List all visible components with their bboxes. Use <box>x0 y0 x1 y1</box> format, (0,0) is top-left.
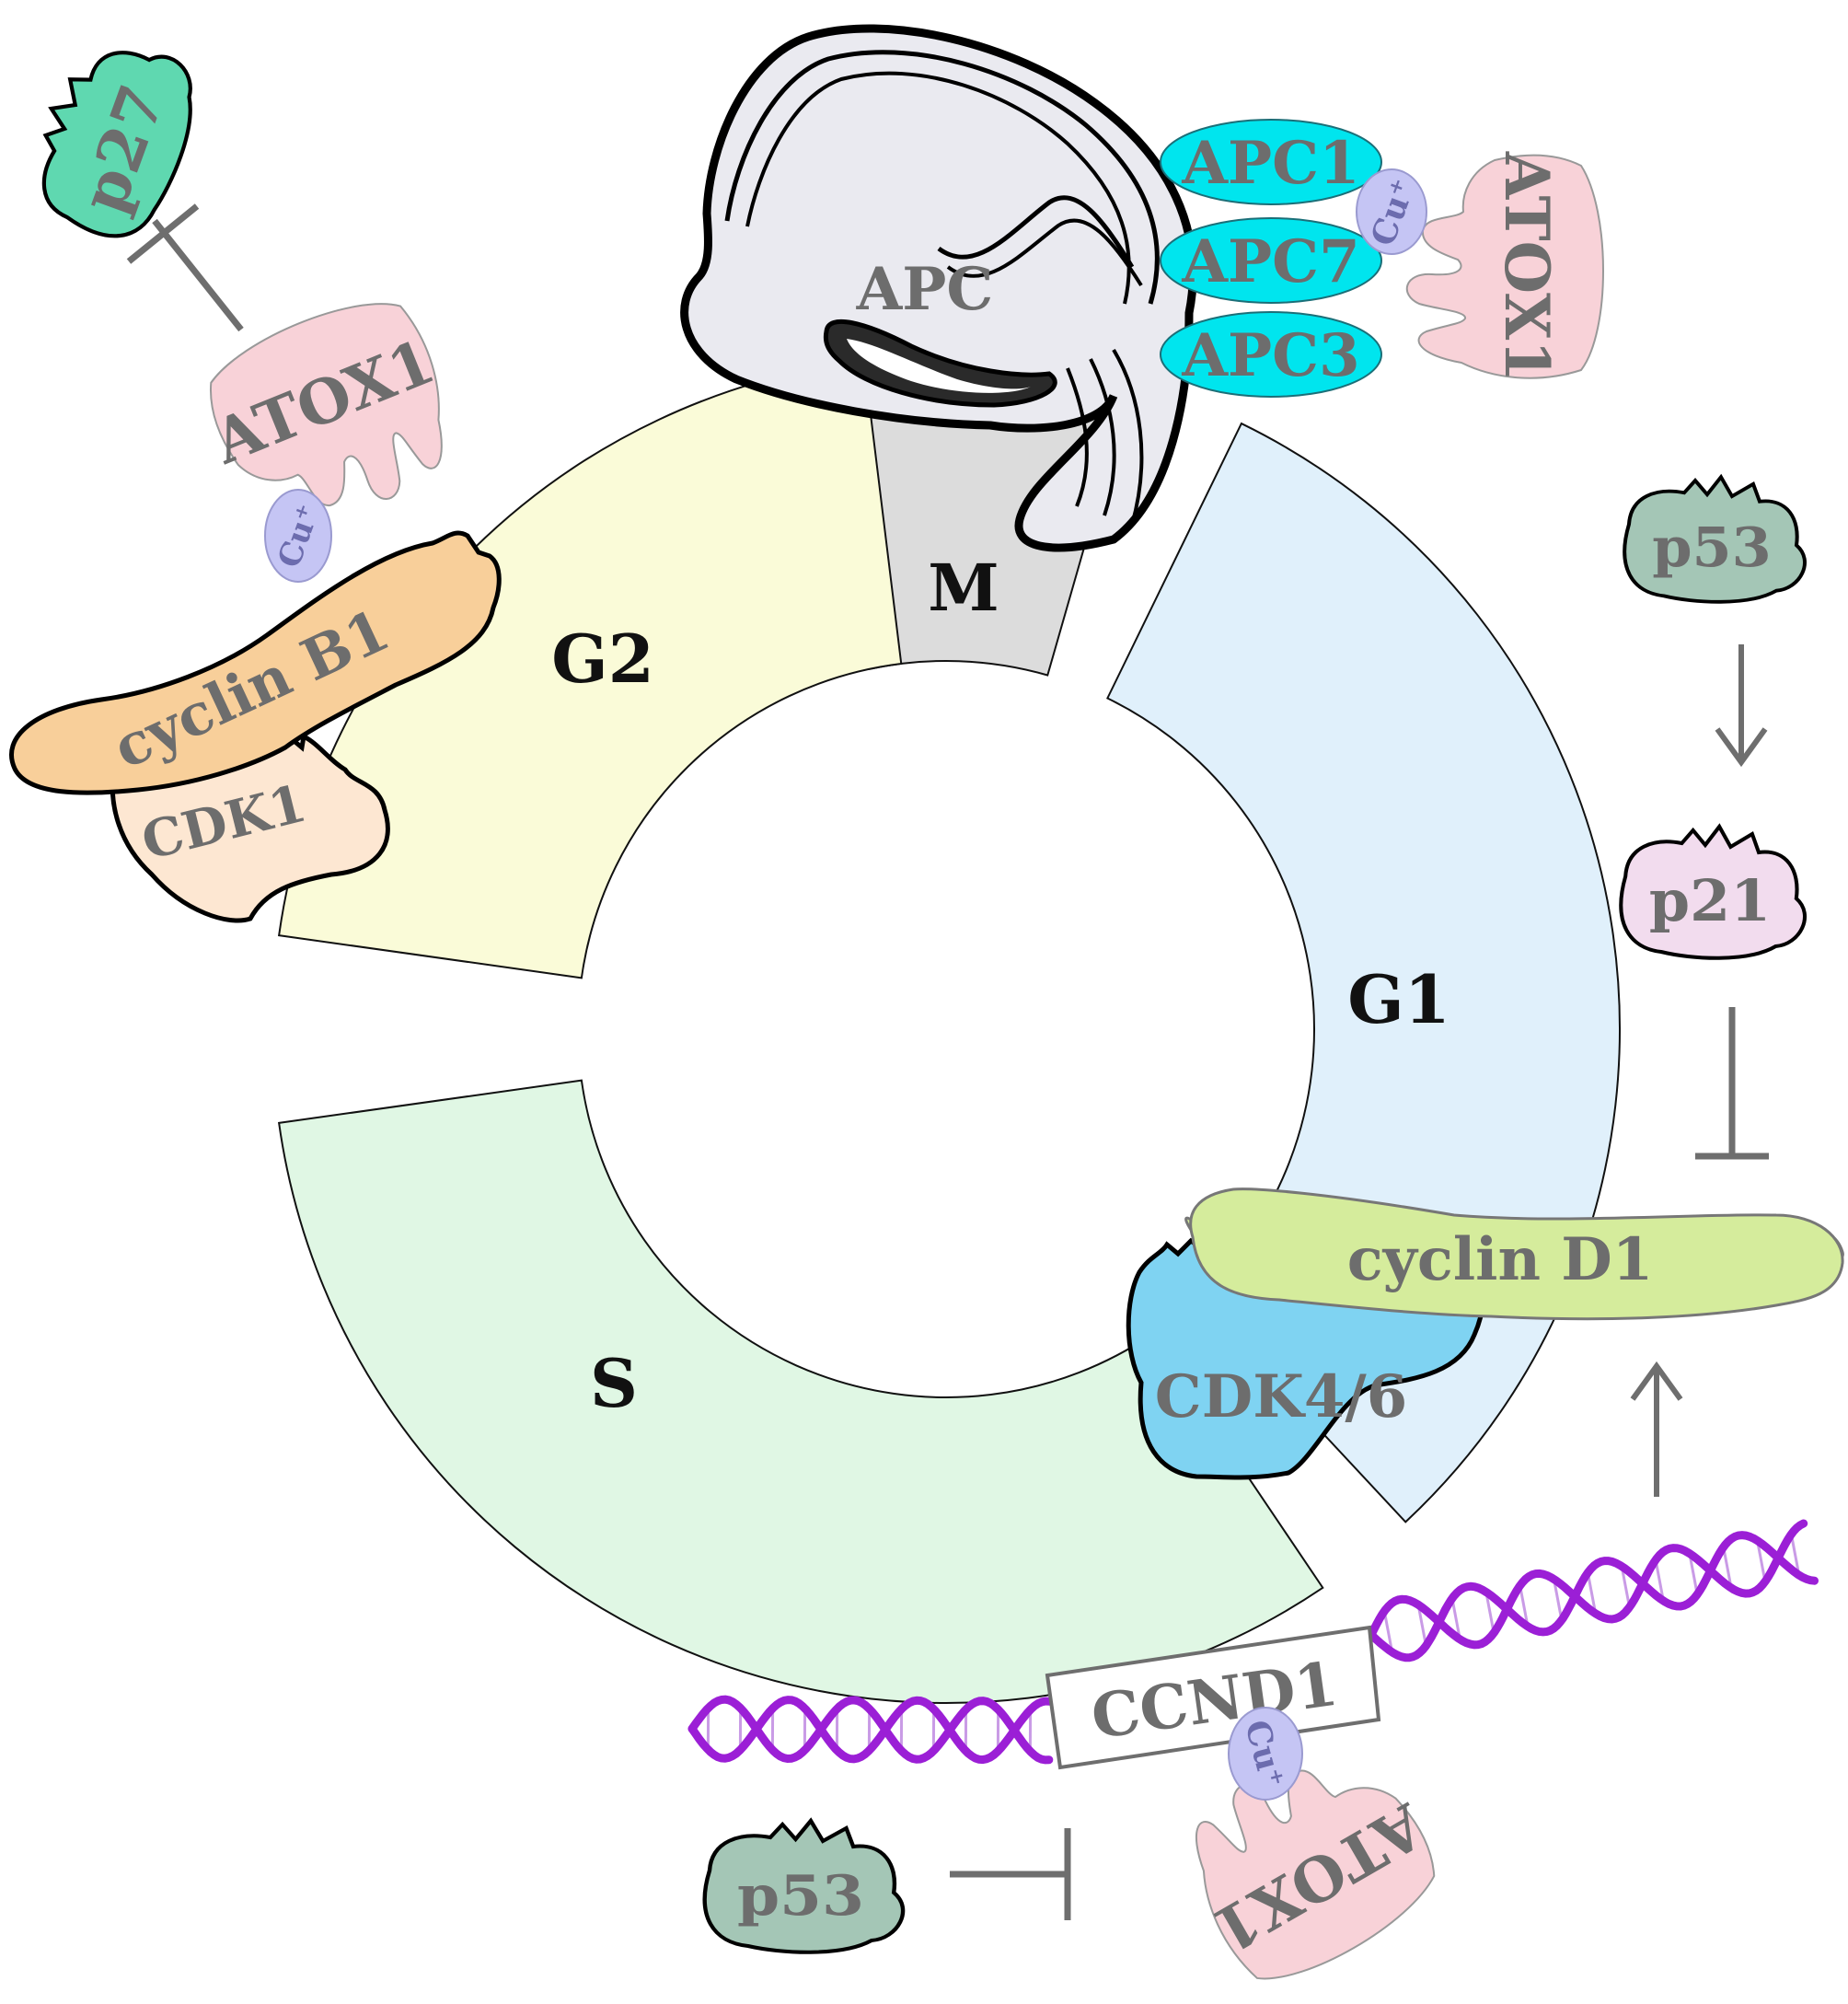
p53-top-label: p53 <box>1652 516 1772 580</box>
m-phase-label: M <box>928 550 999 626</box>
cyclin-d1-label: cyclin D1 <box>1347 1225 1654 1294</box>
apc3-subunit: APC3 <box>1161 312 1381 397</box>
p53-inhibition <box>950 1828 1068 1920</box>
p53-to-p21-arrow <box>1717 644 1765 762</box>
apc7-subunit: APC7 <box>1161 218 1381 303</box>
apc1-subunit: APC1 <box>1161 120 1381 204</box>
p21-label: p21 <box>1649 867 1771 934</box>
cu-ion-apc: Cu⁺ <box>1357 169 1426 254</box>
dna-right-strand <box>1371 1523 1815 1658</box>
p21-protein: p21 <box>1621 827 1805 958</box>
cu-ion-g2: Cu⁺ <box>265 490 331 582</box>
atox1-apc: ATOX1 <box>1407 151 1603 382</box>
p53-bottom-protein: p53 <box>705 1821 903 1952</box>
p21-inhibition <box>1695 1007 1769 1156</box>
dna-left-strand <box>692 1699 1049 1760</box>
p53-top-protein: p53 <box>1624 477 1805 602</box>
cu-ion-dna: Cu⁺ <box>1229 1708 1302 1800</box>
g2-phase-label: G2 <box>551 620 654 698</box>
apc1-label: APC1 <box>1181 129 1359 198</box>
apc-label: APC <box>856 255 994 324</box>
s-phase-label: S <box>590 1344 638 1422</box>
p53-bottom-label: p53 <box>737 1863 864 1928</box>
ccnd1-to-cyclin-d1-arrow <box>1633 1366 1681 1497</box>
g1-phase-label: G1 <box>1347 960 1450 1038</box>
atox1-dna: ATOX1 <box>1160 1718 1458 1999</box>
cdk46-label: CDK4/6 <box>1155 1362 1408 1431</box>
apc7-label: APC7 <box>1181 227 1359 296</box>
apc3-label: APC3 <box>1181 321 1359 390</box>
atox1-g2: ATOX1 <box>186 283 474 551</box>
atox1-apc-label: ATOX1 <box>1491 151 1563 382</box>
